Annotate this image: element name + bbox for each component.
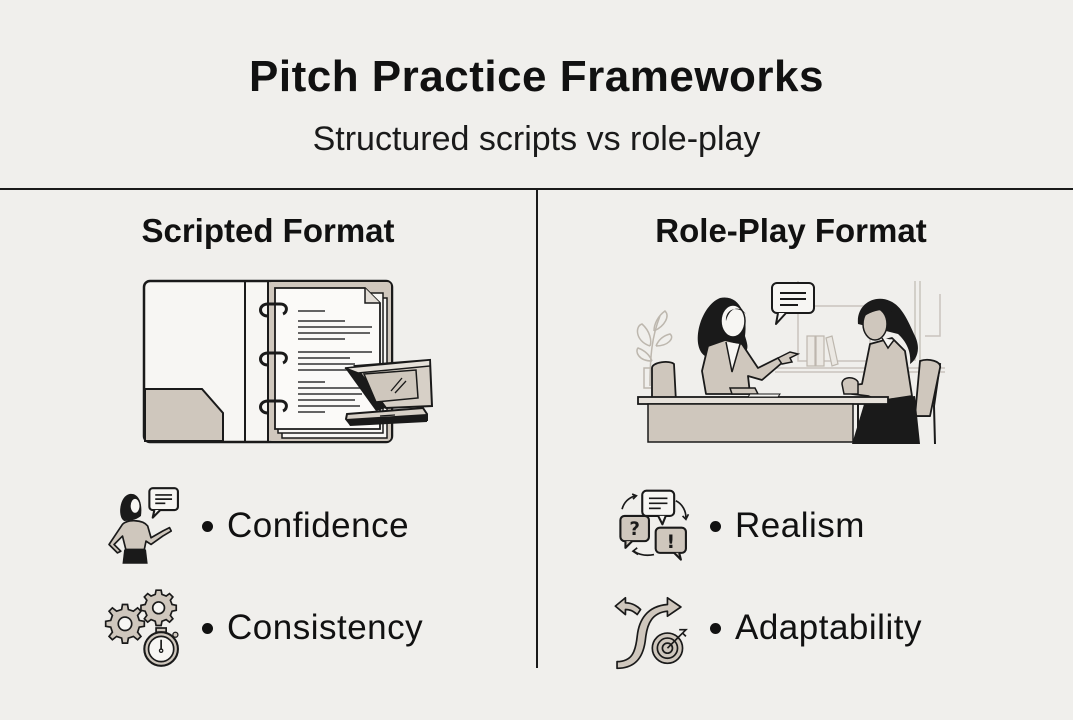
bullet-dot: [202, 622, 213, 634]
bullet-dot: [202, 520, 213, 532]
feature-label: Realism: [735, 506, 865, 545]
roleplay-conversation-illustration: [636, 281, 945, 445]
presenter-with-speech-bubble-icon: [108, 487, 179, 564]
page-subtitle: Structured scripts vs role-play: [312, 120, 761, 158]
feature-consistency: Consistency: [104, 586, 423, 670]
feature-label: Adaptability: [735, 608, 922, 647]
column-heading-scripted: Scripted Format: [141, 212, 395, 249]
binder-script-teleprompter-illustration: [142, 279, 434, 444]
cycling-speech-bubbles-icon: ? !: [619, 489, 690, 561]
svg-text:?: ?: [629, 519, 640, 540]
bullet-dot: [710, 622, 721, 634]
feature-adaptability: Adaptability: [612, 586, 922, 670]
svg-text:!: !: [667, 532, 675, 553]
column-heading-roleplay: Role-Play Format: [655, 212, 927, 249]
feature-label: Consistency: [227, 608, 424, 647]
feature-realism: ? ! Realism: [612, 484, 865, 568]
page-title: Pitch Practice Frameworks: [249, 52, 824, 101]
gears-and-stopwatch-icon: [104, 589, 179, 667]
bullet-dot: [710, 520, 721, 532]
branching-arrows-target-icon: [614, 596, 688, 670]
vertical-divider: [536, 189, 538, 668]
feature-label: Confidence: [227, 506, 410, 545]
feature-confidence: Confidence: [104, 484, 409, 568]
